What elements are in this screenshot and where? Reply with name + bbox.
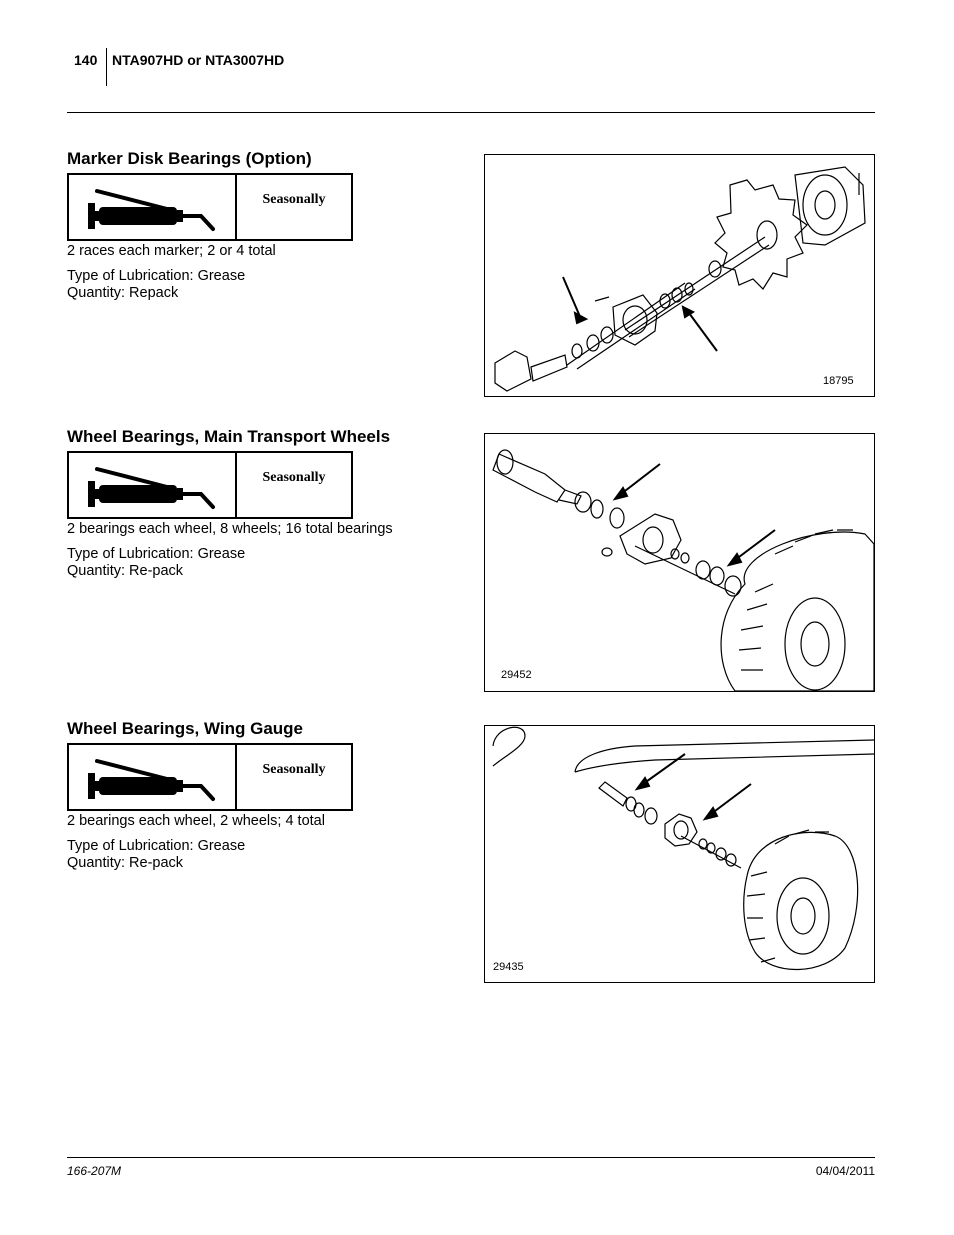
figure-transport-wheel-assembly: 29452	[484, 433, 875, 692]
document-title: NTA907HD or NTA3007HD	[112, 52, 285, 68]
lubrication-quantity: Quantity: Re-pack	[67, 563, 184, 579]
lubrication-quantity: Quantity: Re-pack	[67, 855, 184, 871]
bearing-count-note: 2 bearings each wheel, 8 wheels; 16 tota…	[67, 521, 393, 537]
bearing-count-note: 2 races each marker; 2 or 4 total	[67, 243, 276, 259]
figure-wing-gauge-wheel-assembly: 29435	[484, 725, 875, 983]
page-number: 140	[74, 52, 98, 68]
section-title: Wheel Bearings, Main Transport Wheels	[67, 427, 391, 446]
document-number: 166-207M	[67, 1164, 122, 1178]
lubrication-frequency: Seasonally	[262, 470, 326, 485]
lubrication-type: Type of Lubrication: Grease	[67, 838, 246, 854]
lubrication-interval-box: Seasonally	[67, 451, 353, 519]
header-divider	[106, 48, 107, 86]
header-rule	[67, 112, 875, 113]
footer-rule	[67, 1157, 875, 1158]
grease-gun-icon	[69, 453, 237, 517]
publication-date: 04/04/2011	[815, 1164, 875, 1178]
figure-number: 18795	[823, 375, 854, 387]
section-marker-disk-bearings: Marker Disk Bearings (Option) Seasonally…	[67, 149, 447, 302]
lubrication-type: Type of Lubrication: Grease	[67, 268, 246, 284]
bearing-count-note: 2 bearings each wheel, 2 wheels; 4 total	[67, 813, 325, 829]
figure-number: 29452	[501, 669, 532, 681]
section-wing-gauge-wheel-bearings: Wheel Bearings, Wing Gauge Seasonally 2 …	[67, 719, 447, 872]
lubrication-frequency: Seasonally	[262, 192, 326, 207]
grease-gun-icon	[69, 745, 237, 809]
section-title: Marker Disk Bearings (Option)	[67, 149, 312, 168]
lubrication-interval-box: Seasonally	[67, 173, 353, 241]
lubrication-type: Type of Lubrication: Grease	[67, 546, 246, 562]
lubrication-quantity: Quantity: Repack	[67, 285, 179, 301]
grease-gun-icon	[69, 175, 237, 239]
lubrication-interval-box: Seasonally	[67, 743, 353, 811]
lubrication-frequency: Seasonally	[262, 762, 326, 777]
section-main-transport-wheel-bearings: Wheel Bearings, Main Transport Wheels Se…	[67, 427, 447, 580]
section-title: Wheel Bearings, Wing Gauge	[67, 719, 303, 738]
figure-marker-disk-assembly: 18795	[484, 154, 875, 397]
figure-number: 29435	[493, 961, 524, 973]
